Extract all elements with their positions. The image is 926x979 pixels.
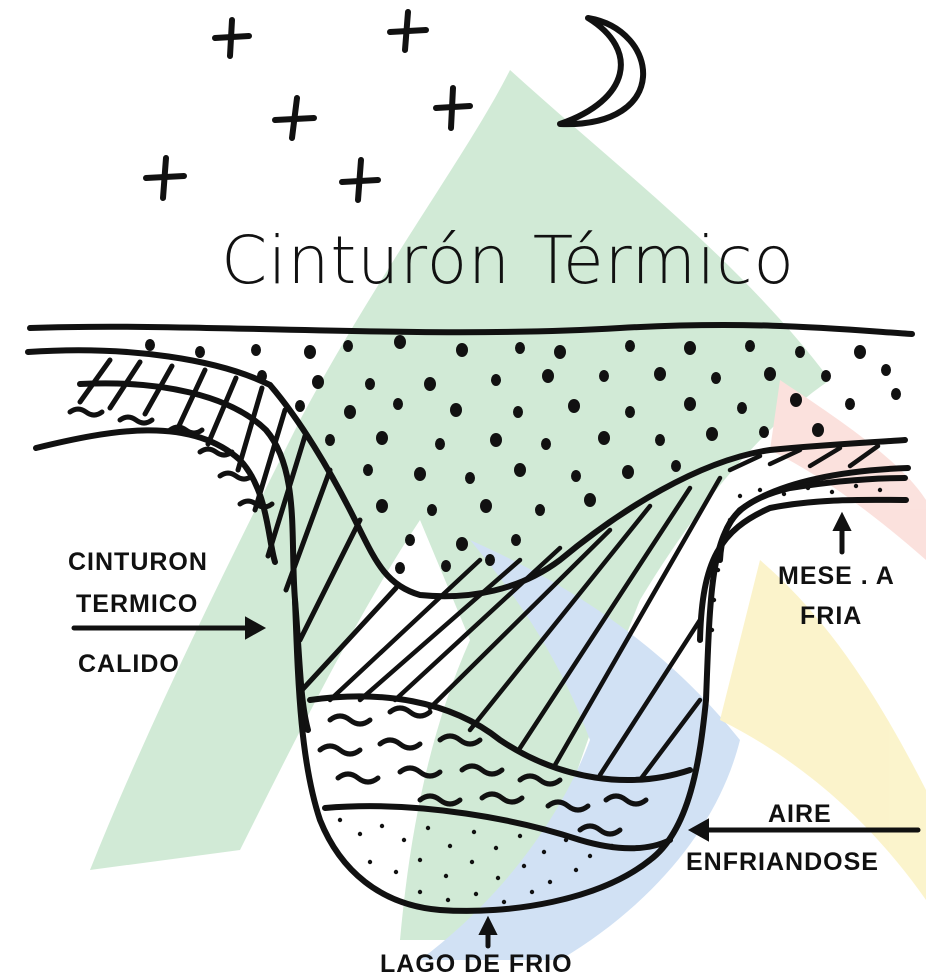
left-layer-boundary xyxy=(25,347,273,388)
air-label-line1: AIRE xyxy=(768,800,832,828)
right-outer-slope xyxy=(697,496,909,643)
star-icon xyxy=(387,9,429,53)
valley-left-wall xyxy=(267,382,908,600)
star-icon xyxy=(212,17,252,59)
warm-belt-label-line1: CINTURON xyxy=(68,548,208,576)
star-icon xyxy=(433,85,473,131)
plateau-arrow-icon xyxy=(832,511,852,555)
central-hatching xyxy=(327,443,881,783)
moon-icon xyxy=(557,15,647,128)
lake-arrow-icon xyxy=(478,915,498,949)
left-outer-slope xyxy=(33,427,278,565)
cold-lake-upper-boundary xyxy=(307,693,693,783)
cold-lake-waves xyxy=(67,406,649,837)
lake-label: LAGO DE FRIO xyxy=(380,950,573,978)
ground-surface-line xyxy=(27,321,915,337)
fog-stipple xyxy=(337,483,883,905)
warm-belt-arrow-icon xyxy=(71,616,267,640)
warm-belt-label-line2: TERMICO xyxy=(76,590,199,618)
stars xyxy=(143,9,473,203)
arrows xyxy=(71,511,921,949)
plateau-label-line1: MESE . A xyxy=(778,562,895,590)
page-title: Cinturón Térmico xyxy=(221,222,795,299)
warm-belt-label-line3: CALIDO xyxy=(78,650,180,678)
watermark-yellow-swoosh xyxy=(720,560,926,900)
plateau-label-line2: FRIA xyxy=(800,602,863,630)
watermark-green-tree xyxy=(90,70,830,940)
fog-layer-boundary xyxy=(322,803,673,852)
cold-air-dots xyxy=(145,335,901,574)
star-icon xyxy=(339,157,381,203)
star-icon xyxy=(272,95,317,141)
watermark-red-swoosh xyxy=(770,380,926,560)
star-icon xyxy=(143,155,187,201)
air-label-line2: ENFRIANDOSE xyxy=(686,848,879,876)
cold-air-arrow-icon xyxy=(687,818,921,842)
right-inner-slope xyxy=(717,475,908,563)
